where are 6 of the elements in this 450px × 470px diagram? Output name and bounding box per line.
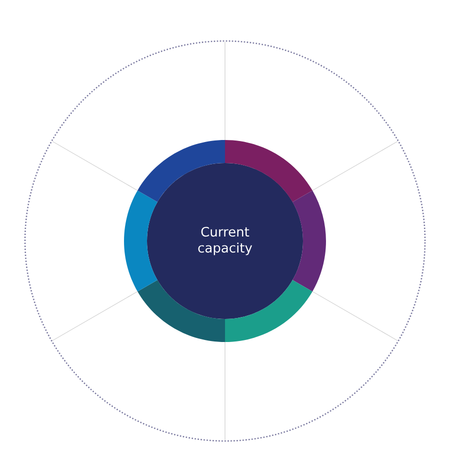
ring-segment [138, 140, 225, 202]
ring-segment [124, 190, 158, 292]
ring-segment [225, 140, 312, 202]
ring-segment [292, 190, 326, 292]
ring-segment [225, 280, 312, 342]
ring-segment [138, 280, 225, 342]
